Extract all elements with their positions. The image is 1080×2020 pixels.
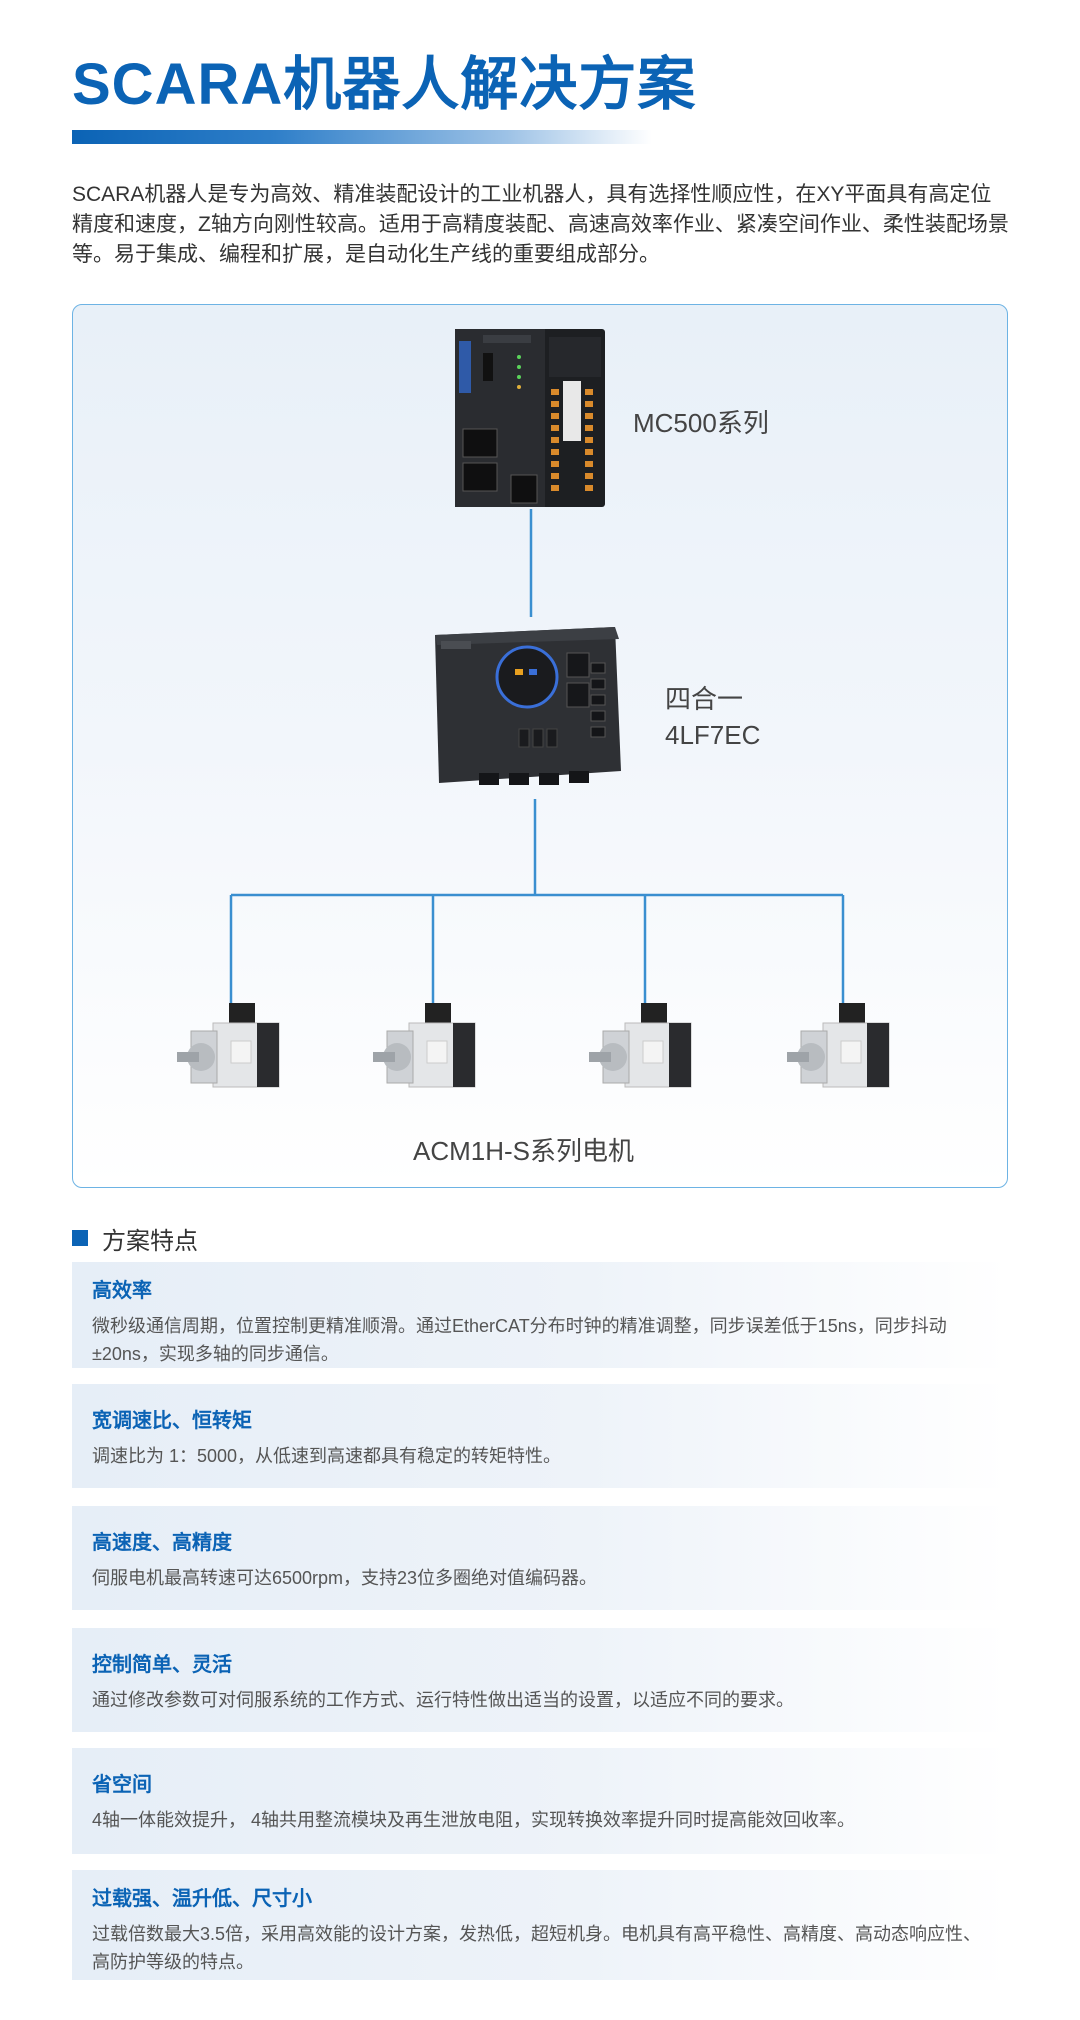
feature-desc: 微秒级通信周期，位置控制更精准顺滑。通过EtherCAT分布时钟的精准调整，同步…	[92, 1316, 947, 1364]
servo-motor-2-image	[373, 1003, 476, 1088]
title-underline	[72, 130, 652, 144]
drive-label-line2: 4LF7EC	[665, 720, 761, 750]
feature-title: 控制简单、灵活	[92, 1654, 232, 1676]
feature-title: 宽调速比、恒转矩	[92, 1410, 252, 1432]
feature-card-efficiency: 高效率 微秒级通信周期，位置控制更精准顺滑。通过EtherCAT分布时钟的精准调…	[72, 1262, 1008, 1368]
servo-motor-3-image	[589, 1003, 692, 1088]
connection-lines	[229, 509, 845, 1003]
feature-card-control: 控制简单、灵活 通过修改参数可对伺服系统的工作方式、运行特性做出适当的设置，以适…	[72, 1628, 1008, 1732]
feature-desc: 4轴一体能效提升， 4轴共用整流模块及再生泄放电阻，实现转换效率提升同时提高能效…	[92, 1810, 856, 1830]
servo-motor-1-image	[177, 1003, 280, 1088]
drive-label-line1: 四合一	[665, 684, 744, 714]
motor-label: ACM1H-S系列电机	[413, 1136, 635, 1166]
feature-desc: 通过修改参数可对伺服系统的工作方式、运行特性做出适当的设置，以适应不同的要求。	[92, 1690, 794, 1710]
mc500-controller-image	[455, 329, 605, 507]
heading-square-icon	[72, 1230, 88, 1246]
feature-desc: 伺服电机最高转速可达6500rpm，支持23位多圈绝对值编码器。	[92, 1568, 598, 1588]
feature-desc: 过载倍数最大3.5倍，采用高效能的设计方案，发热低，超短机身。电机具有高平稳性、…	[92, 1924, 982, 1972]
controller-label: MC500系列	[633, 408, 769, 438]
feature-title: 过载强、温升低、尺寸小	[92, 1888, 312, 1910]
feature-desc: 调速比为 1：5000，从低速到高速都具有稳定的转矩特性。	[92, 1446, 562, 1466]
page-title: SCARA机器人解决方案	[72, 52, 697, 117]
features-heading: 方案特点	[72, 1222, 198, 1255]
features-heading-text: 方案特点	[102, 1227, 198, 1255]
drive-4lf7ec-image	[435, 627, 621, 785]
feature-title: 省空间	[92, 1774, 152, 1796]
servo-motor-4-image	[787, 1003, 890, 1088]
feature-card-precision: 高速度、高精度 伺服电机最高转速可达6500rpm，支持23位多圈绝对值编码器。	[72, 1506, 1008, 1610]
feature-title: 高速度、高精度	[92, 1532, 232, 1554]
feature-title: 高效率	[92, 1280, 152, 1302]
intro-paragraph: SCARA机器人是专为高效、精准装配设计的工业机器人，具有选择性顺应性，在XY平…	[72, 183, 1009, 266]
feature-card-overload: 过载强、温升低、尺寸小 过载倍数最大3.5倍，采用高效能的设计方案，发热低，超短…	[72, 1870, 1008, 1980]
feature-card-space-saving: 省空间 4轴一体能效提升， 4轴共用整流模块及再生泄放电阻，实现转换效率提升同时…	[72, 1748, 1008, 1854]
feature-card-speed-ratio: 宽调速比、恒转矩 调速比为 1：5000，从低速到高速都具有稳定的转矩特性。	[72, 1384, 1008, 1488]
system-diagram: MC500系列 四合一 4LF7EC	[72, 304, 1008, 1188]
